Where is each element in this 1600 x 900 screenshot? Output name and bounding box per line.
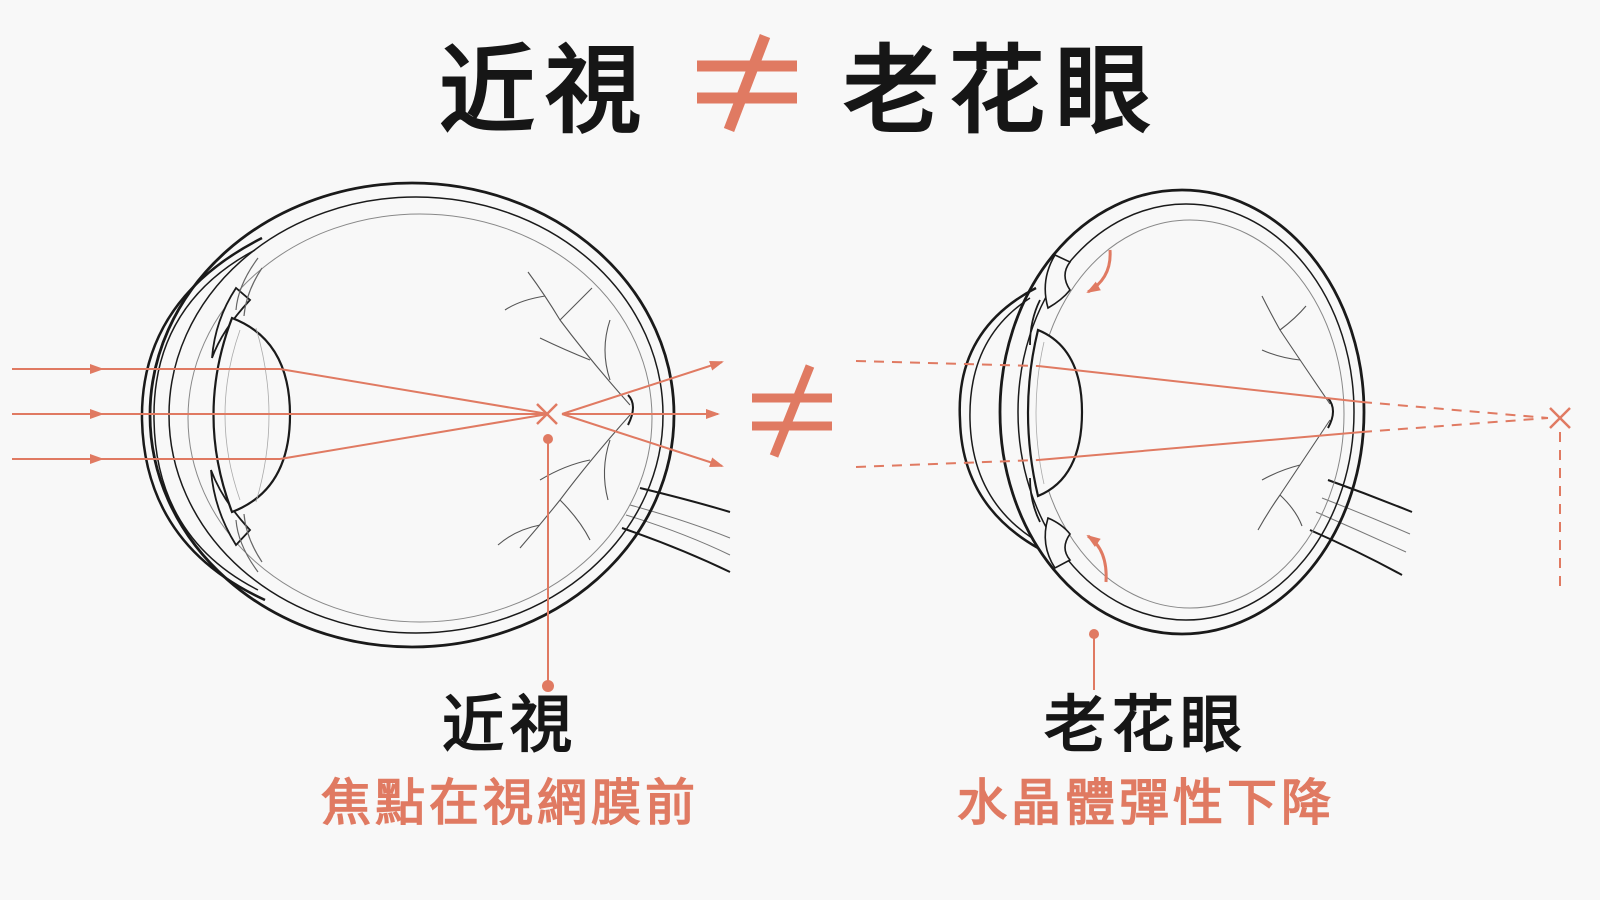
presbyopia-lens [1026, 328, 1084, 498]
title-not-equal-icon [697, 34, 797, 132]
presbyopia-label: 老花眼 水晶體彈性下降 [896, 688, 1396, 832]
presbyopia-cornea [958, 286, 1039, 550]
myopia-retinal-vessels [497, 271, 631, 549]
title-presbyopia: 老花眼 [843, 34, 1161, 147]
presbyopia-callout-line [1089, 629, 1099, 690]
myopia-label-subtitle: 焦點在視網膜前 [321, 774, 699, 832]
presbyopia-light-rays [855, 360, 1561, 588]
myopia-label-title: 近視 [441, 688, 578, 761]
title-row: 近視 老花眼 [0, 22, 1600, 147]
myopia-iris-top [211, 286, 252, 359]
myopia-label: 近視 焦點在視網膜前 [260, 688, 760, 832]
presbyopia-eye [958, 188, 1413, 636]
middle-not-equal-icon [752, 364, 832, 458]
presbyopia-ciliary-top [1044, 253, 1072, 310]
presbyopia-optic-nerve [1309, 479, 1413, 576]
myopia-callout-line [542, 434, 554, 692]
presbyopia-retinal-vessels [1257, 295, 1331, 531]
myopia-light-rays [12, 360, 724, 468]
title-myopia: 近視 [439, 34, 651, 147]
myopia-focus-cross-icon [536, 403, 558, 425]
presbyopia-focus-cross-icon [1549, 407, 1571, 429]
presbyopia-label-subtitle: 水晶體彈性下降 [957, 774, 1335, 832]
contraction-arrow-top-icon [1086, 249, 1112, 294]
myopia-optic-nerve [621, 487, 731, 573]
presbyopia-ciliary-bottom [1044, 516, 1072, 570]
presbyopia-sclera [998, 188, 1366, 636]
presbyopia-label-title: 老花眼 [1043, 688, 1248, 761]
contraction-arrow-bottom-icon [1086, 534, 1108, 583]
